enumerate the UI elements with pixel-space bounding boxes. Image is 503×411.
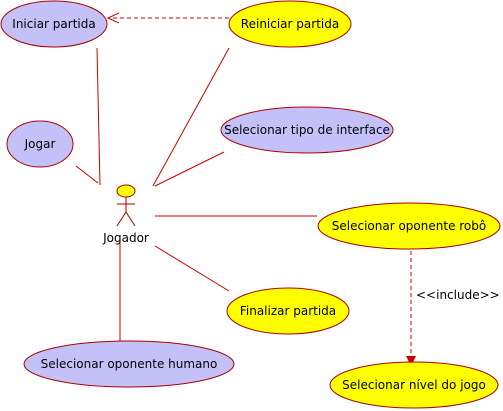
use-case-label: Reiniciar partida (241, 17, 339, 31)
use-case-label: Iniciar partida (12, 17, 95, 31)
use-case-selecionar-tipo-interface[interactable]: Selecionar tipo de interface (220, 106, 394, 154)
use-case-jogar[interactable]: Jogar (6, 120, 74, 168)
use-case-ellipse (220, 106, 394, 154)
use-case-ellipse (0, 0, 108, 48)
use-case-ellipse (23, 340, 235, 388)
use-case-ellipse (317, 202, 501, 250)
actor-jogador[interactable]: Jogador (102, 184, 149, 245)
include-label: <<include>> (416, 288, 500, 302)
use-case-label: Jogar (24, 137, 56, 151)
use-case-reiniciar-partida[interactable]: Reiniciar partida (228, 0, 352, 48)
use-case-selecionar-oponente-humano[interactable]: Selecionar oponente humano (23, 340, 235, 388)
actor-left-leg (116, 211, 127, 227)
associations (75, 47, 317, 342)
actor-stick-figure-icon (116, 184, 136, 227)
use-case-ellipse (226, 287, 350, 335)
assoc-iniciar-partida (96, 47, 101, 186)
assoc-jogar (75, 165, 99, 184)
actor-head (116, 184, 136, 198)
use-case-label: Finalizar partida (240, 304, 336, 318)
assoc-finalizar-partida (154, 245, 230, 292)
assoc-reiniciar-partida (152, 47, 230, 187)
actor-right-leg (125, 211, 136, 227)
use-case-selecionar-oponente-robo[interactable]: Selecionar oponente robô (317, 202, 501, 250)
use-case-ellipse (6, 120, 74, 168)
use-case-iniciar-partida[interactable]: Iniciar partida (0, 0, 108, 48)
use-case-ellipse (228, 0, 352, 48)
use-case-label: Selecionar nível do jogo (342, 378, 486, 392)
use-case-label: Selecionar oponente humano (41, 357, 218, 371)
use-case-label: Selecionar tipo de interface (224, 123, 390, 137)
assoc-selecionar-tipo-interface (154, 151, 225, 187)
use-case-finalizar-partida[interactable]: Finalizar partida (226, 287, 350, 335)
actor-label: Jogador (102, 231, 149, 245)
use-case-selecionar-nivel-jogo[interactable]: Selecionar nível do jogo (329, 361, 499, 409)
use-case-label: Selecionar oponente robô (332, 219, 486, 233)
use-case-ellipse (329, 361, 499, 409)
